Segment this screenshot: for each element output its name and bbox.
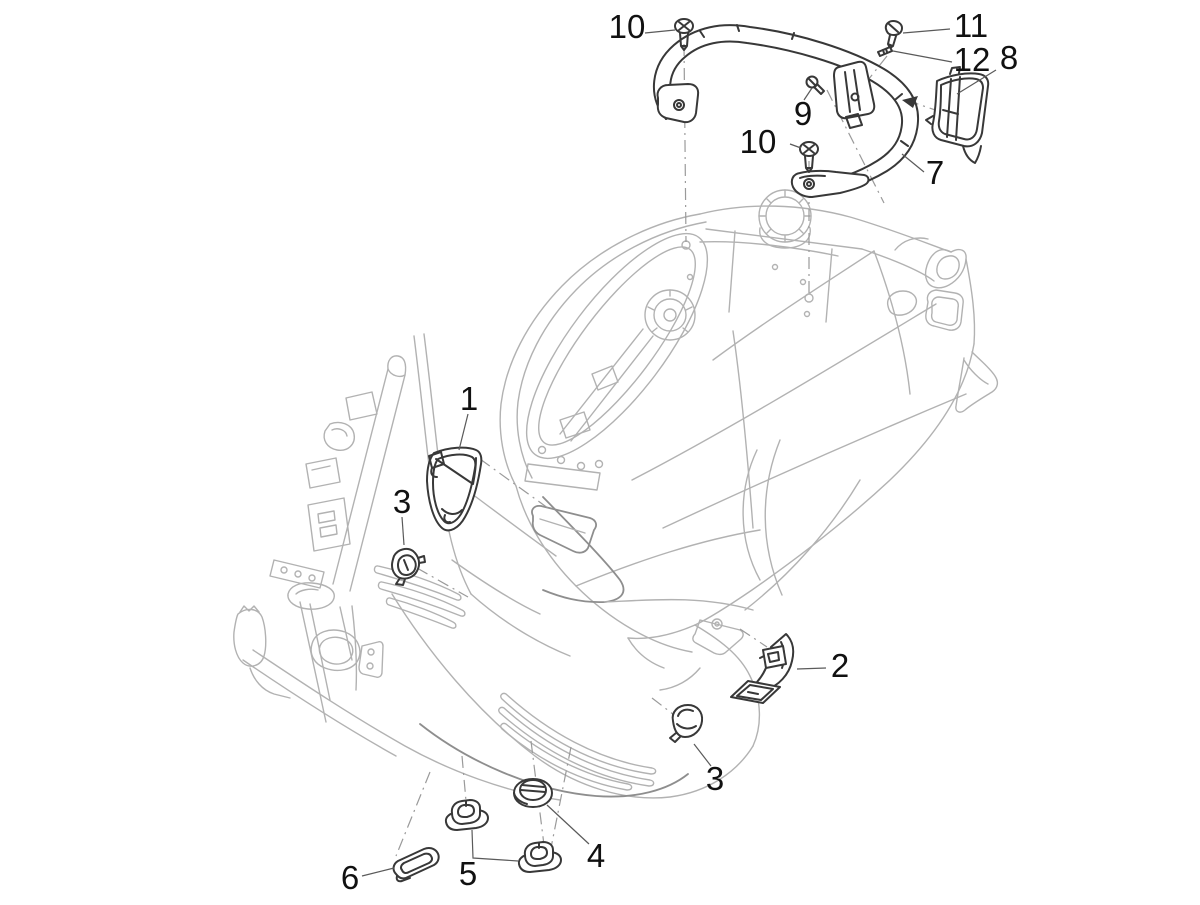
part-5-square-plug-lower[interactable] <box>517 841 562 873</box>
callout-12[interactable]: 12 <box>954 41 991 78</box>
axis-plug-6 <box>395 771 431 857</box>
axis-plug-5b <box>548 746 572 859</box>
axis-pin-12 <box>867 55 888 81</box>
callout-labels: 10 11 12 9 8 7 10 1 3 2 3 4 5 6 <box>341 7 1018 896</box>
part-2-spoiler-cover[interactable] <box>730 633 795 704</box>
callout-4[interactable]: 4 <box>587 837 605 874</box>
callout-11[interactable]: 11 <box>954 7 988 44</box>
callout-5[interactable]: 5 <box>459 855 477 892</box>
callout-10-lower[interactable]: 10 <box>740 123 777 160</box>
part-7-grab-rail[interactable] <box>652 24 920 198</box>
axis-grommet-3a <box>416 567 469 598</box>
part-10-screw-lower[interactable] <box>799 141 819 173</box>
axis-screw-9 <box>826 89 885 204</box>
part-6-oblong-plug[interactable] <box>392 847 440 883</box>
axis-cover-1 <box>479 458 553 512</box>
part-9-bracket-and-screw[interactable] <box>805 60 876 129</box>
callout-1[interactable]: 1 <box>460 380 478 417</box>
callout-9[interactable]: 9 <box>794 95 812 132</box>
axis-grommet-4 <box>530 740 547 862</box>
callout-8[interactable]: 8 <box>1000 39 1018 76</box>
axis-cover-2 <box>739 628 768 648</box>
part-3-grommet-lower[interactable] <box>669 704 704 743</box>
callout-10-top[interactable]: 10 <box>609 8 646 45</box>
part-5-square-plug-upper[interactable] <box>444 799 489 831</box>
axis-plug-5a <box>461 755 467 802</box>
callout-3-upper[interactable]: 3 <box>393 483 411 520</box>
part-3-grommet-upper[interactable] <box>391 547 426 586</box>
scooter-body-line-art <box>233 189 999 801</box>
callout-6[interactable]: 6 <box>341 859 359 896</box>
part-8-side-cover[interactable] <box>925 66 990 164</box>
part-11-screw[interactable] <box>884 20 903 49</box>
callout-leader-lines <box>361 28 997 877</box>
part-12-pin[interactable] <box>877 46 893 57</box>
part-4-rubber-grommet[interactable] <box>513 778 553 808</box>
axis-screw-10-left <box>683 43 687 243</box>
callout-2[interactable]: 2 <box>831 647 849 684</box>
part-10-screw-top[interactable] <box>674 18 694 51</box>
callout-7[interactable]: 7 <box>926 154 944 191</box>
callout-3-lower[interactable]: 3 <box>706 760 724 797</box>
part-1-side-cover-shield[interactable] <box>426 446 483 532</box>
screw-9-head <box>805 75 819 89</box>
